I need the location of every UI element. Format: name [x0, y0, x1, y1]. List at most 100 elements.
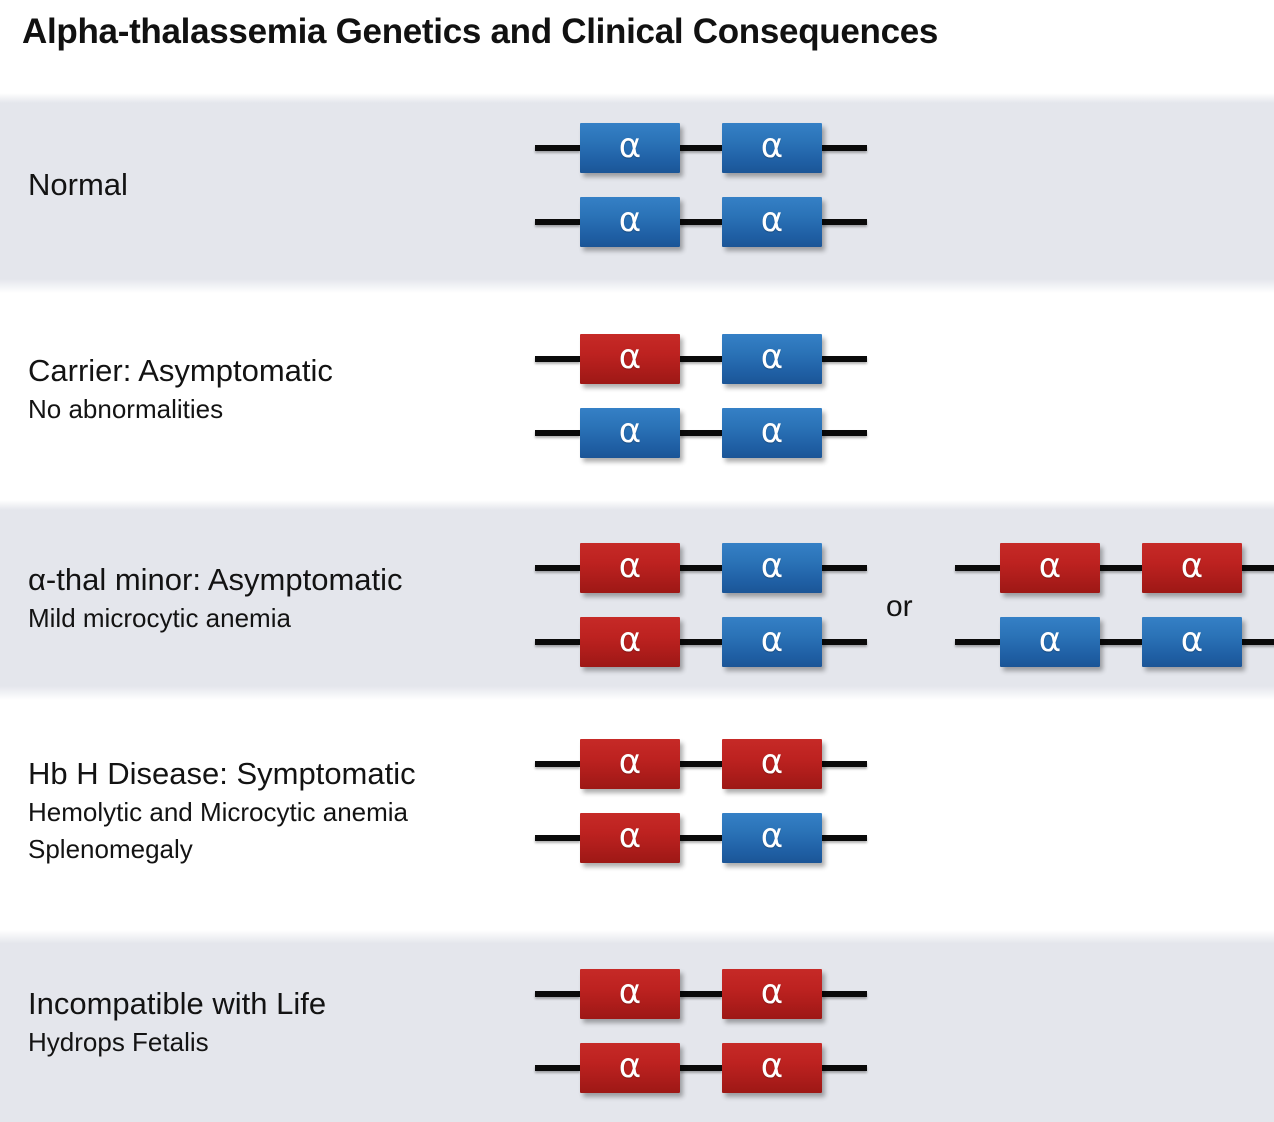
gene-label: α [618, 126, 642, 166]
gene-label: α [760, 742, 784, 782]
row-alpha-thal-minor-label-1: Mild microcytic anemia [28, 603, 291, 633]
gene-label: α [618, 972, 642, 1012]
gene-box-alpha: α [1142, 617, 1242, 667]
chromosome-segment-right [822, 991, 867, 997]
chromosome-segment-left [535, 835, 580, 841]
row-normal: Normal α α α α [0, 122, 1274, 282]
row-incompatible-labels: Incompatible with Life Hydrops Fetalis [28, 984, 518, 1061]
gene-box-alpha: α [722, 969, 822, 1019]
chromosome-segment-left [535, 145, 580, 151]
gene-box-alpha: α [722, 1043, 822, 1093]
chromosome-segment-right [822, 761, 867, 767]
chromosome-segment-right [822, 835, 867, 841]
chromosome-segment-right [822, 356, 867, 362]
gene-label: α [760, 200, 784, 240]
gene-box-alpha: α [722, 123, 822, 173]
row-hb-h-disease-labels: Hb H Disease: Symptomatic Hemolytic and … [28, 754, 518, 868]
chromosome-bottom: α α [955, 616, 1274, 668]
row-alpha-thal-minor-chromosome-group-0: α α α α [535, 542, 867, 668]
gene-box-alpha: α [580, 123, 680, 173]
chromosome-segment-mid [1100, 639, 1142, 645]
chromosome-top: α α [535, 738, 867, 790]
row-hb-h-disease-label-0: Hb H Disease: Symptomatic [28, 756, 416, 791]
chromosome-segment-left [535, 1065, 580, 1071]
chromosome-segment-left [955, 565, 1000, 571]
gene-box-alpha: α [580, 813, 680, 863]
chromosome-segment-left [535, 219, 580, 225]
chromosome-segment-right [822, 219, 867, 225]
gene-label: α [1180, 620, 1204, 660]
gene-label: α [760, 1046, 784, 1086]
chromosome-bottom: α α [535, 616, 867, 668]
chromosome-segment-left [535, 991, 580, 997]
gene-box-alpha: α [722, 813, 822, 863]
row-incompatible-label-1: Hydrops Fetalis [28, 1027, 209, 1057]
chromosome-segment-mid [680, 565, 722, 571]
chromosome-segment-mid [680, 1065, 722, 1071]
chromosome-top: α α [535, 333, 867, 385]
chromosome-segment-left [535, 430, 580, 436]
chromosome-segment-mid [680, 430, 722, 436]
row-hb-h-disease-chromosome-group-0: α α α α [535, 738, 867, 864]
gene-label: α [618, 337, 642, 377]
chromosome-segment-mid [680, 219, 722, 225]
gene-box-alpha: α [722, 197, 822, 247]
gene-label: α [1038, 546, 1062, 586]
chromosome-segment-mid [680, 356, 722, 362]
gene-box-alpha: α [1000, 617, 1100, 667]
gene-label: α [1038, 620, 1062, 660]
row-normal-labels: Normal [28, 165, 518, 205]
gene-box-alpha: α [580, 543, 680, 593]
gene-box-alpha: α [580, 617, 680, 667]
row-normal-label-0: Normal [28, 167, 128, 202]
chromosome-segment-right [1242, 639, 1274, 645]
gene-box-alpha: α [580, 739, 680, 789]
page-title: Alpha-thalassemia Genetics and Clinical … [22, 12, 939, 51]
row-alpha-thal-minor-label-0: α-thal minor: Asymptomatic [28, 562, 403, 597]
gene-label: α [760, 620, 784, 660]
gene-label: α [1180, 546, 1204, 586]
gene-label: α [618, 620, 642, 660]
gene-box-alpha: α [722, 334, 822, 384]
chromosome-top: α α [955, 542, 1274, 594]
chromosome-segment-right [822, 565, 867, 571]
chromosome-segment-left [535, 761, 580, 767]
row-alpha-thal-minor-chromosome-group-1: α α α α [955, 542, 1274, 668]
chromosome-segment-right [822, 430, 867, 436]
gene-box-alpha: α [580, 197, 680, 247]
chromosome-top: α α [535, 122, 867, 174]
row-hb-h-disease-label-2: Splenomegaly [28, 834, 193, 864]
chromosome-segment-mid [680, 761, 722, 767]
gene-label: α [618, 742, 642, 782]
gene-box-alpha: α [580, 408, 680, 458]
chromosome-bottom: α α [535, 812, 867, 864]
gene-label: α [618, 816, 642, 856]
row-carrier-label-1: No abnormalities [28, 394, 224, 424]
chromosome-segment-right [1242, 565, 1274, 571]
row-normal-chromosome-group-0: α α α α [535, 122, 867, 248]
row-hb-h-disease: Hb H Disease: Symptomatic Hemolytic and … [0, 738, 1274, 928]
gene-label: α [760, 546, 784, 586]
row-carrier-labels: Carrier: Asymptomatic No abnormalities [28, 351, 518, 428]
gene-label: α [618, 200, 642, 240]
gene-label: α [760, 816, 784, 856]
row-incompatible-chromosome-group-0: α α α α [535, 968, 867, 1094]
chromosome-bottom: α α [535, 407, 867, 459]
gene-box-alpha: α [580, 334, 680, 384]
gene-label: α [618, 1046, 642, 1086]
row-alpha-thal-minor: α-thal minor: Asymptomatic Mild microcyt… [0, 542, 1274, 702]
chromosome-segment-right [822, 145, 867, 151]
chromosome-segment-left [535, 565, 580, 571]
chromosome-bottom: α α [535, 1042, 867, 1094]
gene-box-alpha: α [580, 1043, 680, 1093]
gene-label: α [618, 411, 642, 451]
gene-label: α [760, 972, 784, 1012]
gene-box-alpha: α [722, 739, 822, 789]
gene-box-alpha: α [722, 617, 822, 667]
row-alpha-thal-minor-labels: α-thal minor: Asymptomatic Mild microcyt… [28, 560, 518, 637]
gene-box-alpha: α [580, 969, 680, 1019]
gene-box-alpha: α [1142, 543, 1242, 593]
or-separator: or [886, 590, 913, 623]
gene-label: α [760, 337, 784, 377]
